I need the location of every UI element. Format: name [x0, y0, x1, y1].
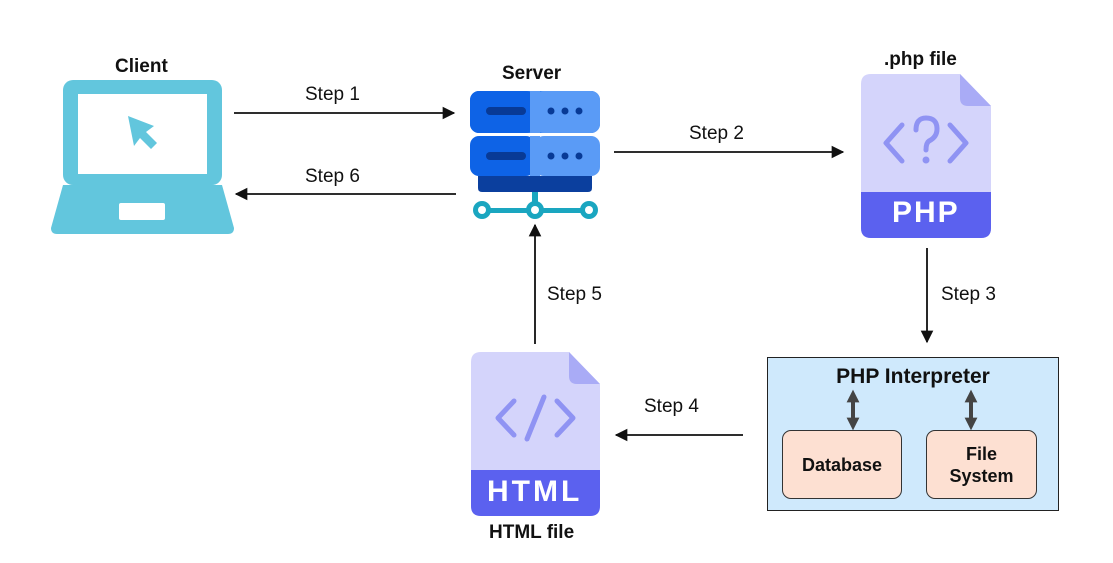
step-4-label: Step 4 — [644, 396, 699, 417]
step-3-label: Step 3 — [941, 284, 996, 305]
step-1-label: Step 1 — [305, 84, 360, 105]
html-file-label: HTML file — [489, 522, 575, 543]
php-badge-text: PHP — [892, 196, 960, 229]
php-file-label: .php file — [884, 49, 957, 70]
php-file-icon — [861, 74, 991, 238]
client-label: Client — [115, 56, 168, 77]
cursor-icon — [128, 116, 157, 149]
file-system-line-2: System — [949, 465, 1014, 486]
step-6-label: Step 6 — [305, 166, 360, 187]
php-interpreter-title: PHP Interpreter — [836, 365, 990, 388]
server-icon — [470, 91, 600, 219]
server-label: Server — [502, 63, 562, 84]
step-2-label: Step 2 — [689, 123, 744, 144]
database-box: Database — [782, 430, 902, 499]
database-label: Database — [801, 454, 883, 475]
file-system-box: File System — [926, 430, 1037, 499]
html-badge-text: HTML — [487, 475, 583, 508]
interpreter-connectors — [846, 389, 978, 431]
file-system-line-1: File — [965, 443, 997, 464]
laptop-icon — [51, 80, 234, 234]
step-5-label: Step 5 — [547, 284, 602, 305]
html-file-icon — [471, 352, 600, 516]
file-system-label: File System — [949, 443, 1013, 487]
php-interpreter-box: PHP Interpreter Database File System — [767, 357, 1059, 511]
